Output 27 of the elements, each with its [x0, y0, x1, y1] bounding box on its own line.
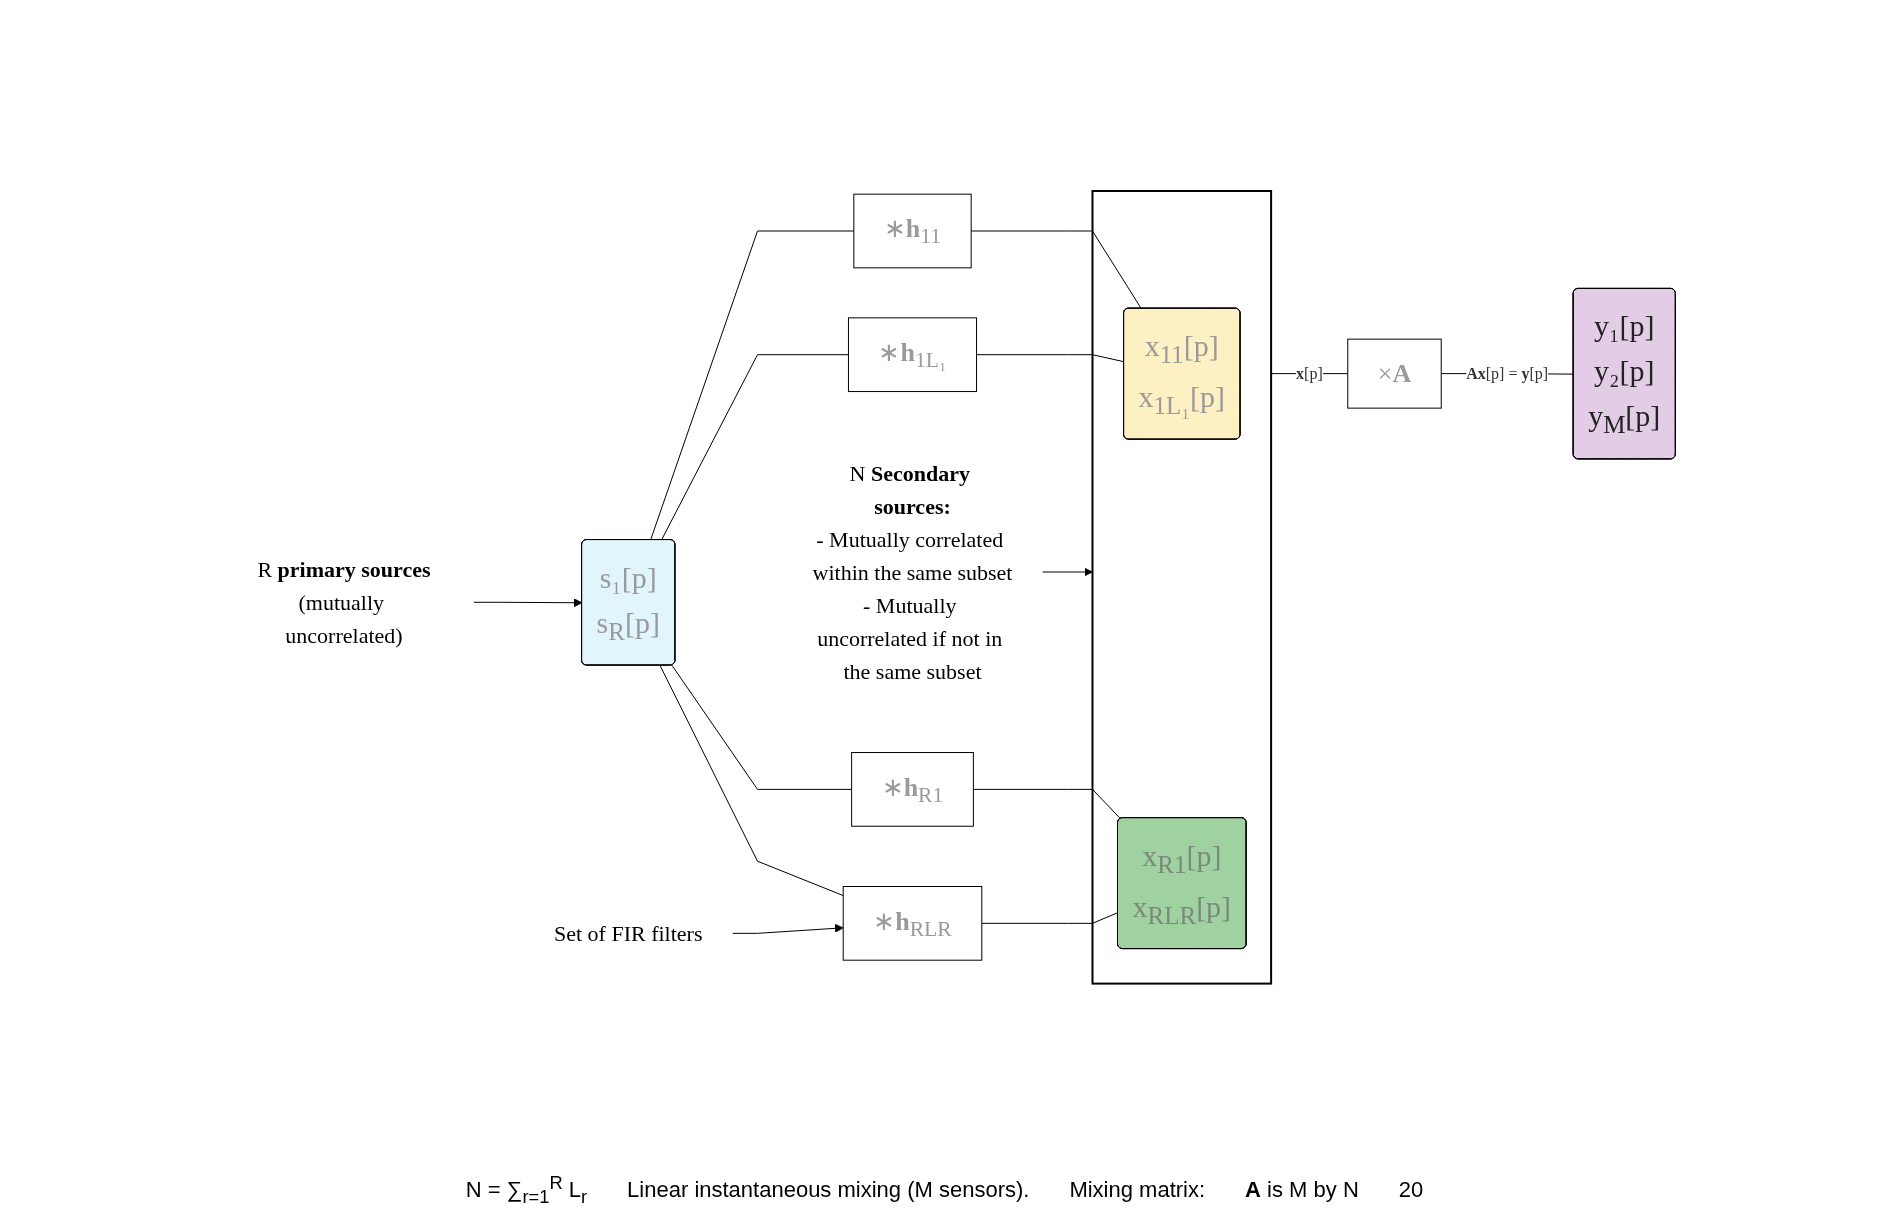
- connector: [981, 911, 1119, 924]
- connector: [671, 664, 852, 790]
- node-box: ∗h$_{RLR}$: [842, 885, 983, 961]
- connector: [975, 354, 1125, 363]
- edge-label: Ax[p] = y[p]: [1466, 364, 1548, 382]
- node-text: N Secondary sources: - Mutually correlated within the same subset - Mutually uncorrelated if not in the same subset: [812, 460, 1013, 684]
- node-box: ∗h$_{1L₁}$: [847, 317, 977, 392]
- edge-label: x[p]: [1295, 364, 1323, 382]
- connector: [649, 230, 855, 541]
- node-box: ×A: [1347, 338, 1442, 409]
- node-text: R primary sources (mutually uncorrelated): [257, 556, 431, 648]
- note-text: Mixing matrix:: [1069, 1177, 1206, 1204]
- connector: [660, 354, 849, 541]
- connector: [970, 230, 1142, 309]
- note-text: 20: [1398, 1177, 1424, 1204]
- arrow: [1041, 567, 1093, 577]
- note-text: N = ∑$_{r=1}$$^{R}$ L$_{r}$: [465, 1172, 588, 1208]
- note-text: Linear instantaneous mixing (M sensors).: [627, 1177, 1030, 1204]
- arrow: [731, 923, 844, 934]
- node-text: Set of FIR filters: [553, 920, 703, 946]
- cluster: [1091, 189, 1272, 985]
- connector: [659, 664, 844, 896]
- node-box: ∗h$_{R1}$: [850, 751, 974, 827]
- connector: [972, 788, 1121, 820]
- node-box: ∗h$_{11}$: [853, 193, 972, 269]
- note-text: A is M by N: [1245, 1177, 1359, 1204]
- arrow: [473, 598, 583, 607]
